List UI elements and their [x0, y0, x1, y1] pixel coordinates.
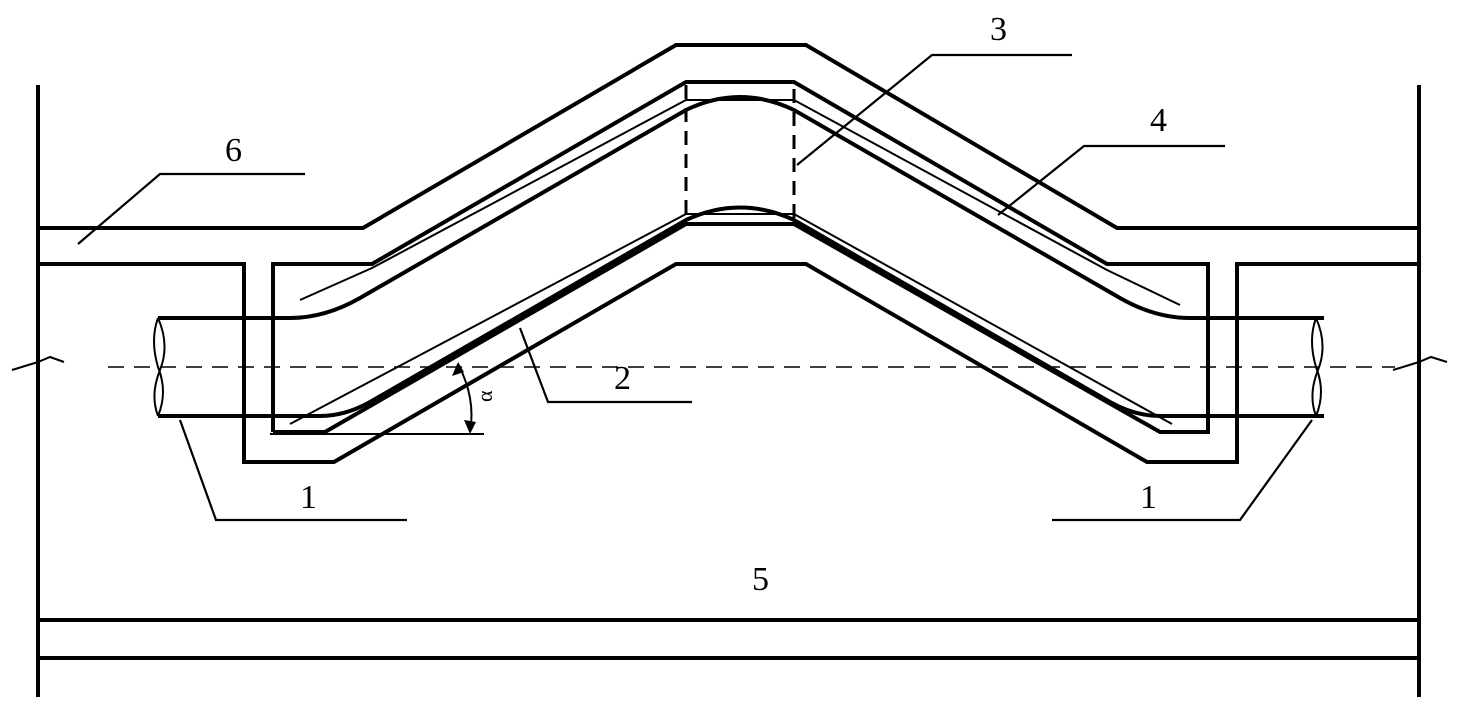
- pipe-left-end: [153, 317, 164, 417]
- leader-4: [997, 144, 1225, 216]
- leader-2: [518, 327, 692, 404]
- label-2: 2: [614, 360, 631, 397]
- leader-1-left: [178, 419, 407, 522]
- label-3: 3: [990, 11, 1007, 48]
- leader-1-right: [1052, 419, 1313, 522]
- pipe-lower-edge: [158, 205, 1324, 418]
- sleeve-inner-upper: [299, 99, 1181, 306]
- leader-6: [77, 172, 305, 245]
- top-slab-upper-line: [38, 43, 1419, 230]
- angle-label: α: [472, 390, 497, 402]
- label-5: 5: [752, 561, 769, 598]
- sleeve-inner-lower: [289, 213, 1173, 425]
- leader-3: [796, 53, 1072, 166]
- label-6: 6: [225, 132, 242, 169]
- angle-arrow-bottom: [464, 420, 476, 434]
- pipe-upper-edge: [158, 95, 1324, 320]
- top-section-dashed: [684, 80, 796, 226]
- left-break-mark: [11, 355, 65, 371]
- right-break-mark: [1392, 355, 1448, 371]
- angle-arrow-top: [452, 362, 464, 376]
- top-slab-lower-left: [38, 262, 1419, 464]
- label-1-left: 1: [300, 479, 317, 516]
- pipe-right-end-2: [1311, 317, 1324, 417]
- label-1-right: 1: [1140, 479, 1157, 516]
- pipe-left-end-2: [153, 317, 166, 417]
- label-4: 4: [1150, 102, 1167, 139]
